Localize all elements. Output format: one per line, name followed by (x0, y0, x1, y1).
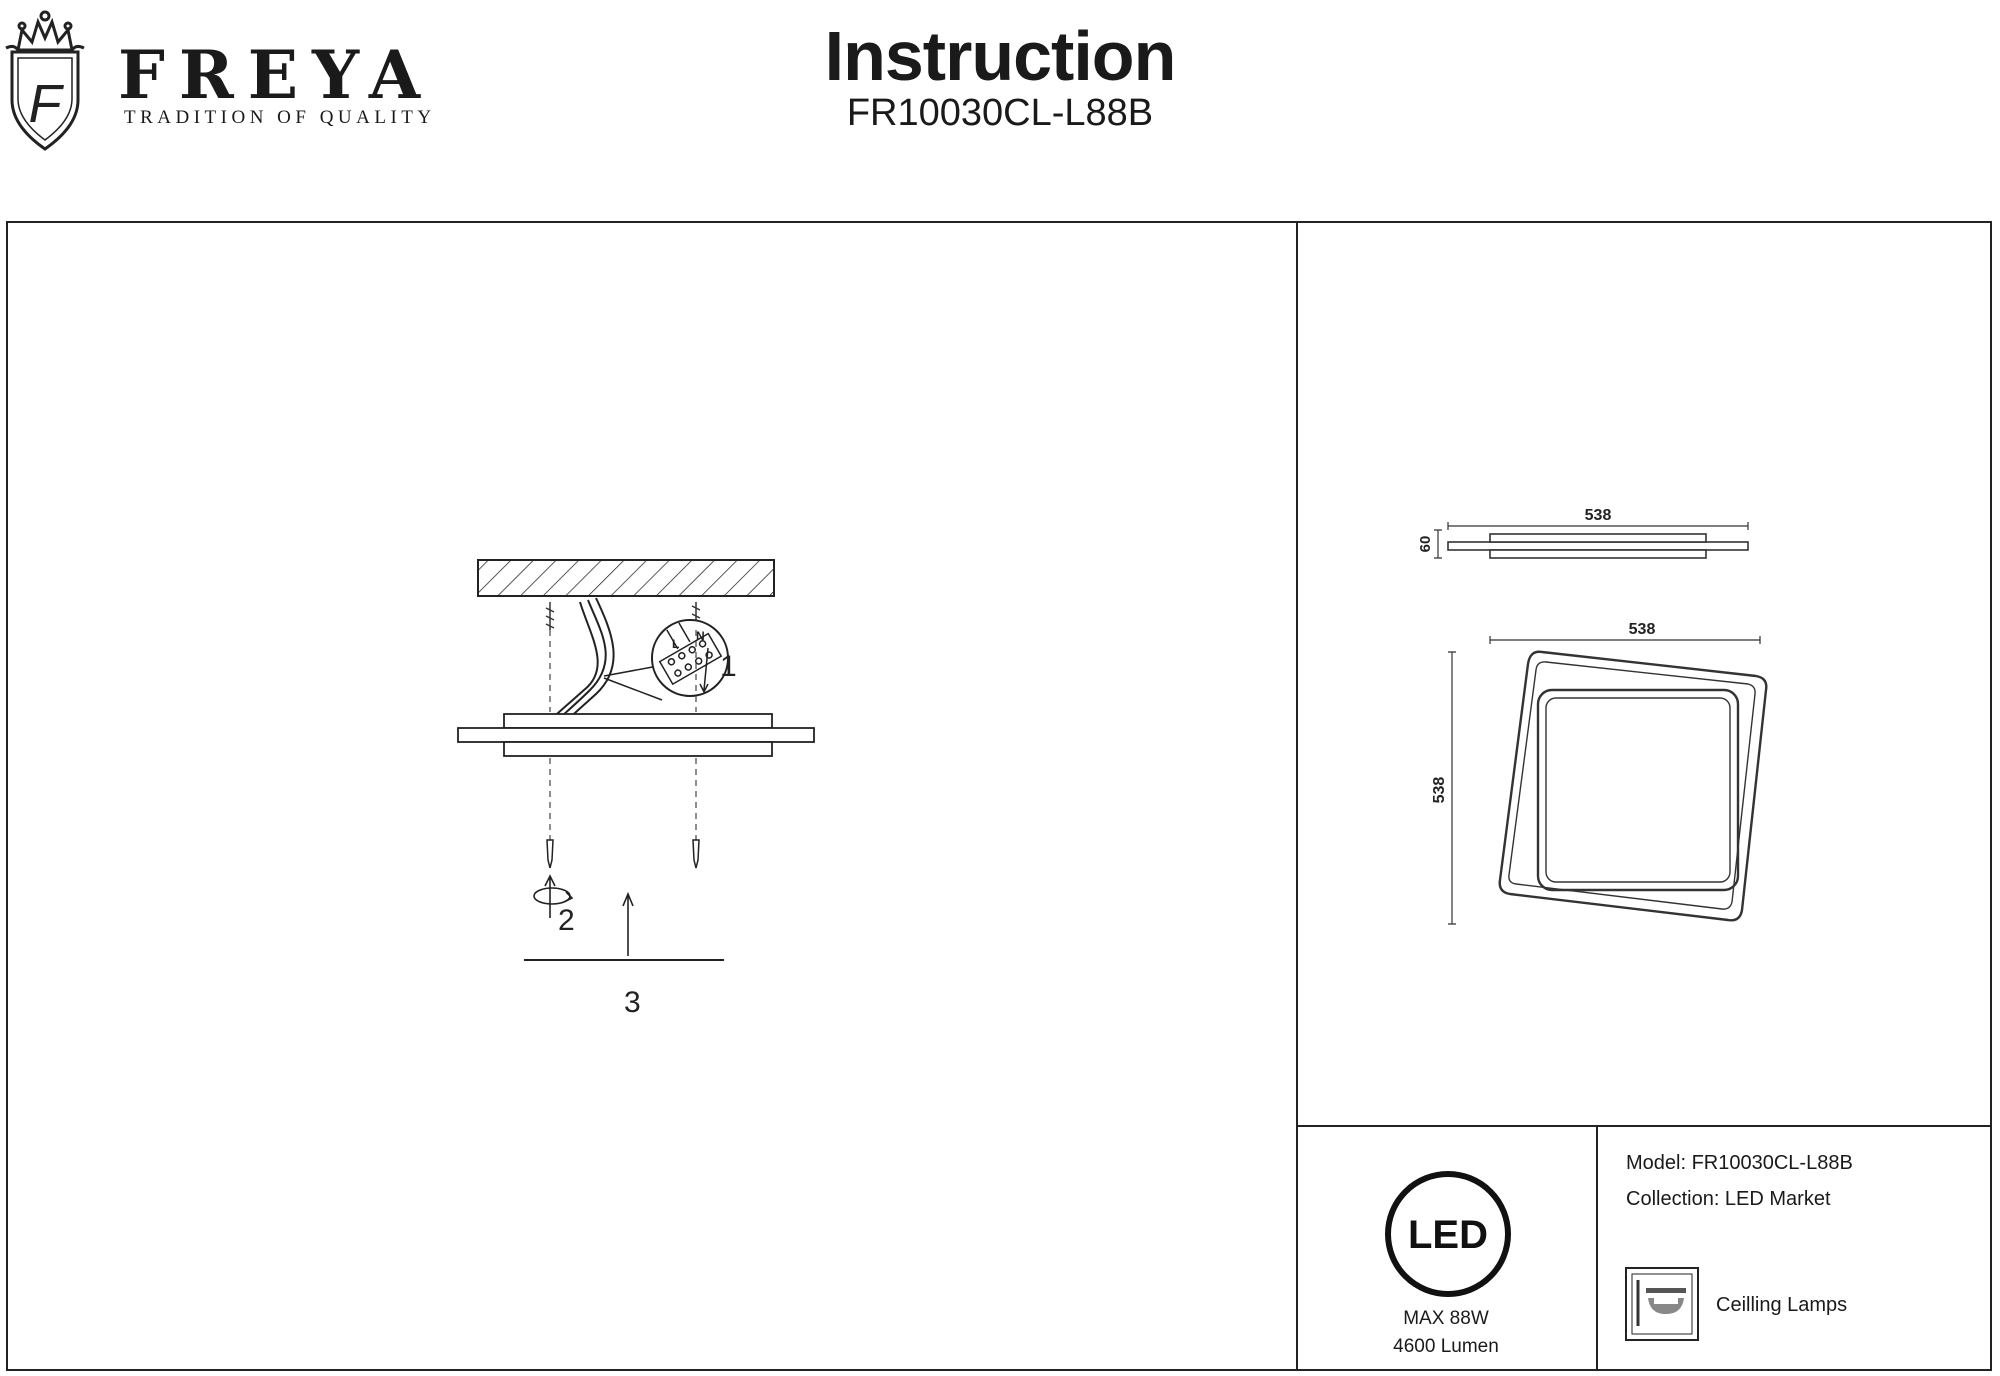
led-badge-text: LED (1408, 1213, 1488, 1257)
screw-right-icon (692, 839, 700, 869)
lamp-top-body (503, 713, 773, 729)
lumen-rating: 4600 Lumen (1393, 1336, 1499, 1357)
model-subtitle: FR10030CL-L88B (846, 92, 1154, 134)
connector-detail (651, 619, 729, 697)
brand-name: FREYA (118, 36, 435, 114)
step-1-label: 1 (720, 650, 737, 683)
drawing-frame (6, 221, 1992, 1371)
dimension-drawing: 538 60 538 538 (1417, 507, 1768, 925)
collection-line: Collection: LED Market (1626, 1188, 1831, 1210)
freya-logo: F (5, 10, 85, 151)
side-width-label: 538 (1585, 507, 1612, 524)
model-line: Model: FR10030CL-L88B (1626, 1152, 1853, 1174)
top-width-label: 538 (1629, 621, 1656, 638)
rotate-arrow-icon (533, 874, 574, 918)
ceiling (477, 559, 775, 597)
installation-diagram: L N 1 2 3 (457, 559, 815, 1019)
spec-divider (1596, 1125, 1598, 1371)
push-arrow-icon (622, 891, 634, 956)
side-height-label: 60 (1417, 536, 1434, 553)
crest-icon (5, 10, 85, 151)
power-rating: MAX 88W (1403, 1308, 1489, 1329)
frame-divider-horizontal (1296, 1125, 1992, 1127)
brand-tagline: TRADITION OF QUALITY (124, 107, 436, 128)
frame-divider-vertical (1296, 221, 1298, 1371)
monogram: F (29, 74, 65, 134)
anchor-left-icon (545, 602, 555, 630)
page-title: Instruction (824, 17, 1177, 95)
lamp-bottom-body (503, 741, 773, 757)
screw-left-icon (546, 839, 554, 869)
terminal-block-icon (658, 622, 723, 686)
step-2-label: 2 (558, 904, 575, 937)
outer-frame-top-view (1498, 650, 1768, 922)
ceiling-lamp-icon (1625, 1267, 1699, 1341)
category-label: Ceilling Lamps (1716, 1294, 1848, 1316)
terminal-label-n: N (696, 629, 705, 643)
step-3-label: 3 (624, 986, 641, 1019)
side-frame (1447, 541, 1749, 551)
top-height-label: 538 (1431, 777, 1448, 804)
lamp-frame (457, 727, 815, 743)
side-body (1489, 549, 1707, 559)
terminal-label-l: L (672, 637, 679, 651)
led-badge: LED (1385, 1171, 1511, 1297)
inner-panel-top-view (1536, 688, 1740, 892)
